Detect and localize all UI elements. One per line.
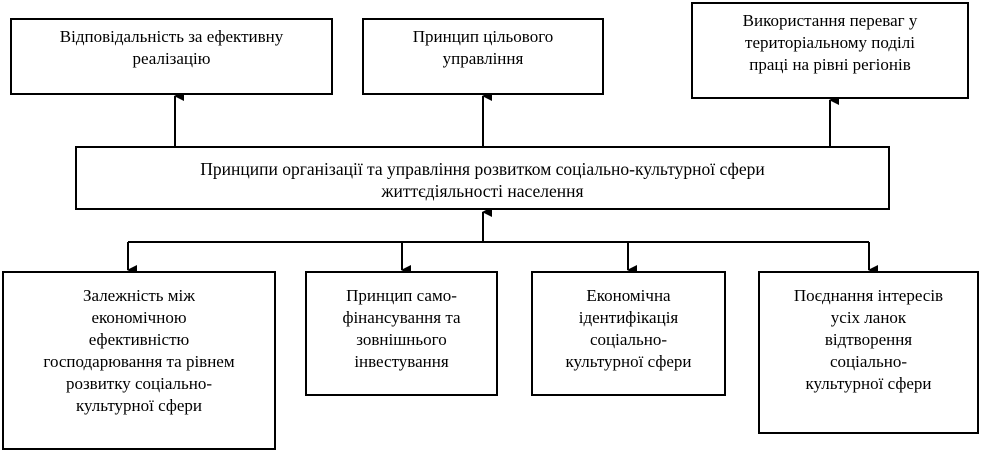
top-box-responsibility: Відповідальність за ефективну реалізацію [10,18,333,95]
bottom-box-3-line-1: Економічна [586,286,671,305]
top-box-target-management: Принцип цільового управління [362,18,604,95]
top-box-1-line-1: Відповідальність за ефективну [59,27,284,46]
bottom-box-3-line-4: культурної сфери [565,352,692,371]
bottom-box-economic-dependence: Залежність між економічною ефективністю … [2,271,276,450]
bottom-box-4-line-2: усіх ланок [830,308,907,327]
top-box-2-line-2: управління [442,49,524,68]
bottom-box-2-line-2: фінансування та [342,308,461,327]
central-box-line-2: життєдіяльності населення [381,181,584,201]
bottom-box-4-line-1: Поєднання інтересів [793,286,944,305]
bottom-box-1-line-2: економічною [91,308,187,327]
bottom-box-2-line-4: інвестування [354,352,449,371]
bottom-box-interests-combination: Поєднання інтересів усіх ланок відтворен… [758,271,979,434]
top-box-3-line-3: праці на рівні регіонів [749,55,911,74]
bottom-box-3-line-2: ідентифікація [578,308,679,327]
top-box-3-line-1: Використання переваг у [742,11,918,30]
bottom-box-4-line-3: відтворення [824,330,913,349]
bottom-box-1-line-4: господарювання та рівнем [43,352,235,371]
bottom-box-2-line-3: зовнішнього [356,330,447,349]
top-box-3-line-2: територіальному поділі [745,33,915,52]
top-box-1-line-2: реалізацію [132,49,211,68]
top-box-territorial-division: Використання переваг у територіальному п… [691,2,969,99]
central-box-line-1: Принципи організації та управління розви… [200,159,765,179]
bottom-box-1-line-6: культурної сфери [75,396,203,415]
bottom-box-4-line-5: культурної сфери [805,374,932,393]
bottom-box-economic-identification: Економічна ідентифікація соціально- куль… [531,271,726,396]
central-box-principles: Принципи організації та управління розви… [75,146,890,210]
top-box-2-line-1: Принцип цільового [412,27,554,46]
bottom-box-1-line-5: розвитку соціально- [65,374,213,393]
bottom-box-4-line-4: соціально- [829,352,908,371]
bottom-box-2-line-1: Принцип само- [346,286,457,305]
bottom-box-3-line-3: соціально- [589,330,668,349]
bottom-box-1-line-3: ефективністю [88,330,190,349]
bottom-box-self-financing: Принцип само- фінансування та зовнішньог… [305,271,498,396]
bottom-box-1-line-1: Залежність між [82,286,195,305]
